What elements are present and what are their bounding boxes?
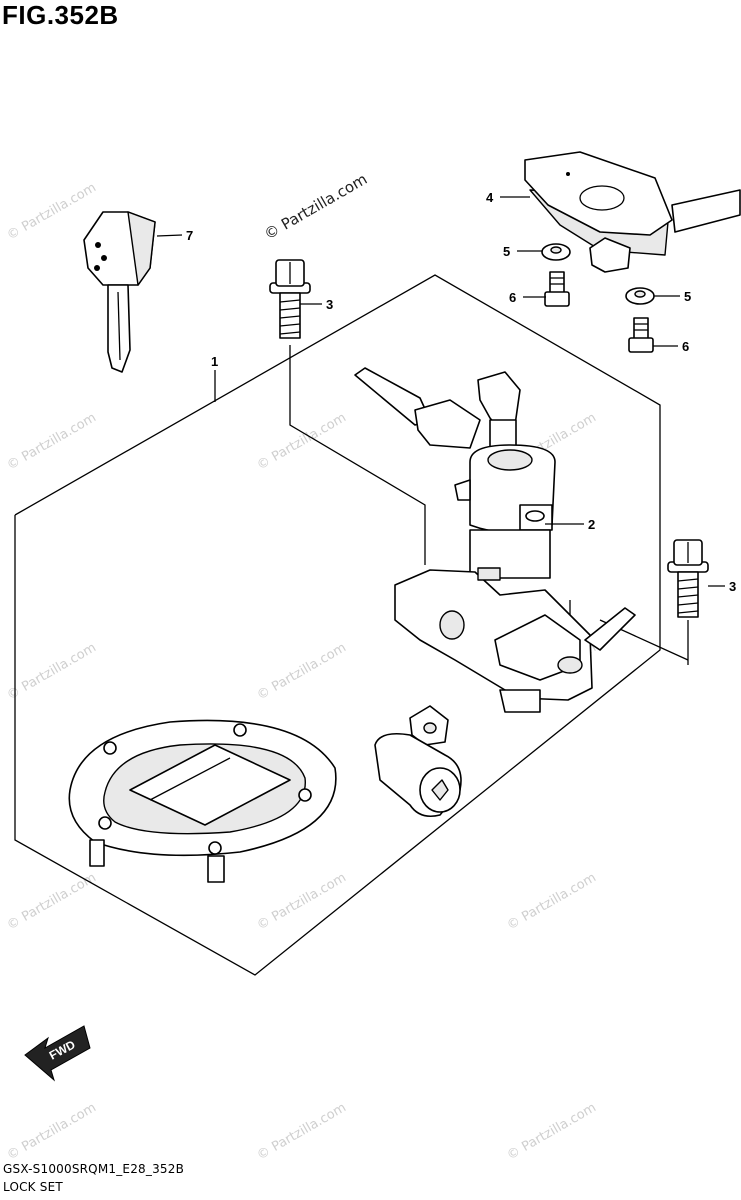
callout-leaders: [156, 196, 725, 587]
washer-part: [625, 287, 655, 305]
watermark-text: © Partzilla.com: [5, 640, 99, 703]
watermark-text: © Partzilla.com: [5, 180, 99, 243]
callout-5-upper: 5: [503, 244, 510, 259]
watermark-text: © Partzilla.com: [5, 1100, 99, 1163]
callout-4: 4: [486, 190, 494, 205]
seat-lock-part: [374, 705, 462, 818]
callout-3-right: 3: [729, 579, 736, 594]
watermark-main: © Partzilla.com: [261, 170, 370, 243]
kit-outline: [14, 274, 689, 976]
switch-housing-part: [524, 151, 741, 273]
fuel-cap-ring-part: [68, 719, 337, 883]
small-bolt-part: [628, 317, 654, 353]
small-bolt-part: [544, 271, 570, 307]
diagram-name: LOCK SET: [3, 1180, 63, 1194]
diagram-code: GSX-S1000SRQM1_E28_352B: [3, 1162, 185, 1176]
bolt-part: [269, 259, 311, 339]
callout-5-lower: 5: [684, 289, 691, 304]
key-part: [83, 211, 156, 373]
bolt-part: [667, 539, 709, 618]
watermark-text: © Partzilla.com: [255, 1100, 349, 1163]
watermark-text: © Partzilla.com: [505, 1100, 599, 1163]
fwd-arrow: FWD: [24, 1025, 91, 1082]
callout-7: 7: [186, 228, 193, 243]
callout-3-upper: 3: [326, 297, 333, 312]
figure-title: FIG.352B: [2, 0, 119, 30]
washer-part: [541, 243, 571, 261]
callout-6-lower: 6: [682, 339, 689, 354]
callout-1: 1: [211, 354, 218, 369]
watermark-text: © Partzilla.com: [255, 410, 349, 473]
ignition-switch-part: [354, 367, 636, 713]
watermark-text: © Partzilla.com: [255, 640, 349, 703]
watermark-text: © Partzilla.com: [5, 410, 99, 473]
watermark-text: © Partzilla.com: [255, 870, 349, 933]
callout-2: 2: [588, 517, 595, 532]
watermark-text: © Partzilla.com: [505, 870, 599, 933]
callout-6-upper: 6: [509, 290, 516, 305]
